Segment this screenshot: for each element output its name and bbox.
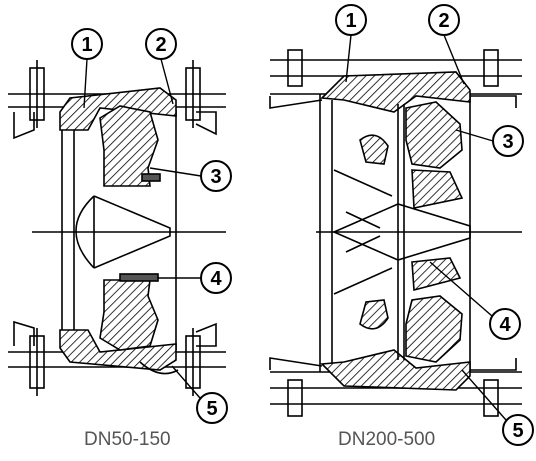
valve-dn50-150-drawing bbox=[8, 60, 226, 396]
caption-dn50-150: DN50-150 bbox=[84, 429, 171, 450]
callout-right-5-label: 5 bbox=[512, 420, 523, 442]
callouts-left: 1 2 3 4 5 bbox=[71, 28, 232, 424]
caption-dn200-500: DN200-500 bbox=[338, 429, 436, 450]
callout-right-4-label: 4 bbox=[499, 314, 511, 336]
callout-right-2: 2 bbox=[428, 4, 465, 85]
callout-left-3: 3 bbox=[149, 160, 232, 192]
callouts-right: 1 2 3 4 5 bbox=[335, 4, 534, 446]
callout-right-3-label: 3 bbox=[502, 131, 513, 153]
callout-left-3-label: 3 bbox=[210, 166, 221, 188]
callout-right-2-label: 2 bbox=[438, 10, 449, 32]
callout-left-2-label: 2 bbox=[155, 34, 166, 56]
callout-left-1: 1 bbox=[71, 28, 103, 109]
callout-right-1-label: 1 bbox=[345, 10, 356, 32]
valve-dn200-500-drawing bbox=[269, 49, 522, 417]
callout-left-4-label: 4 bbox=[210, 268, 222, 290]
callout-right-3: 3 bbox=[455, 125, 524, 157]
callout-right-5: 5 bbox=[461, 369, 534, 446]
callout-left-4: 4 bbox=[158, 262, 232, 294]
callout-left-2: 2 bbox=[145, 28, 177, 105]
callout-left-1-label: 1 bbox=[81, 34, 92, 56]
callout-right-1: 1 bbox=[335, 4, 367, 83]
callout-right-4: 4 bbox=[429, 261, 521, 340]
callout-left-5-label: 5 bbox=[206, 398, 217, 420]
callout-left-5: 5 bbox=[171, 365, 228, 424]
